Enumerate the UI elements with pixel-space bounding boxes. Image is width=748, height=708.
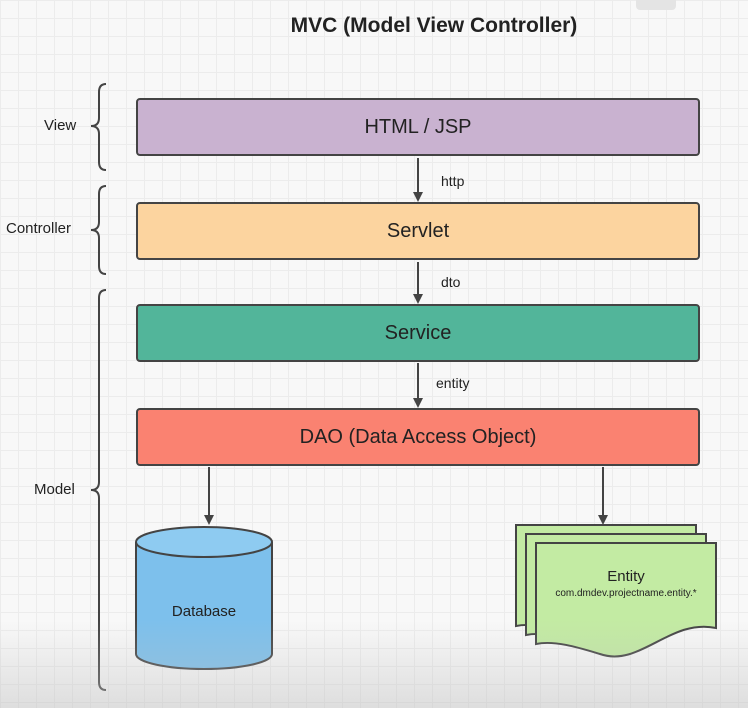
model-brace — [90, 289, 107, 691]
view-box: HTML / JSP — [136, 98, 700, 156]
database-cylinder — [135, 526, 273, 670]
top-tab — [636, 0, 676, 10]
diagram-title: MVC (Model View Controller) — [290, 14, 578, 37]
dao-box: DAO (Data Access Object) — [136, 408, 700, 466]
entity-documents — [515, 524, 717, 658]
view-brace — [90, 83, 107, 171]
entity-package-label: com.dmdev.projectname.entity.* — [555, 588, 697, 599]
entity-label: Entity — [607, 568, 645, 585]
dao-box-label: DAO (Data Access Object) — [299, 425, 537, 448]
view-box-label: HTML / JSP — [364, 115, 472, 138]
service-box-label: Service — [384, 321, 452, 344]
layer-label-controller: Controller — [6, 220, 72, 237]
controller-box-label: Servlet — [386, 219, 450, 242]
controller-box: Servlet — [136, 202, 700, 260]
layer-label-model: Model — [34, 481, 75, 498]
service-box: Service — [136, 304, 700, 362]
edge-label-http: http — [441, 173, 465, 189]
edge-label-entity: entity — [436, 375, 470, 391]
layer-label-view: View — [44, 117, 77, 134]
controller-brace — [90, 185, 107, 275]
edge-label-dto: dto — [441, 274, 461, 290]
database-label: Database — [171, 603, 237, 620]
